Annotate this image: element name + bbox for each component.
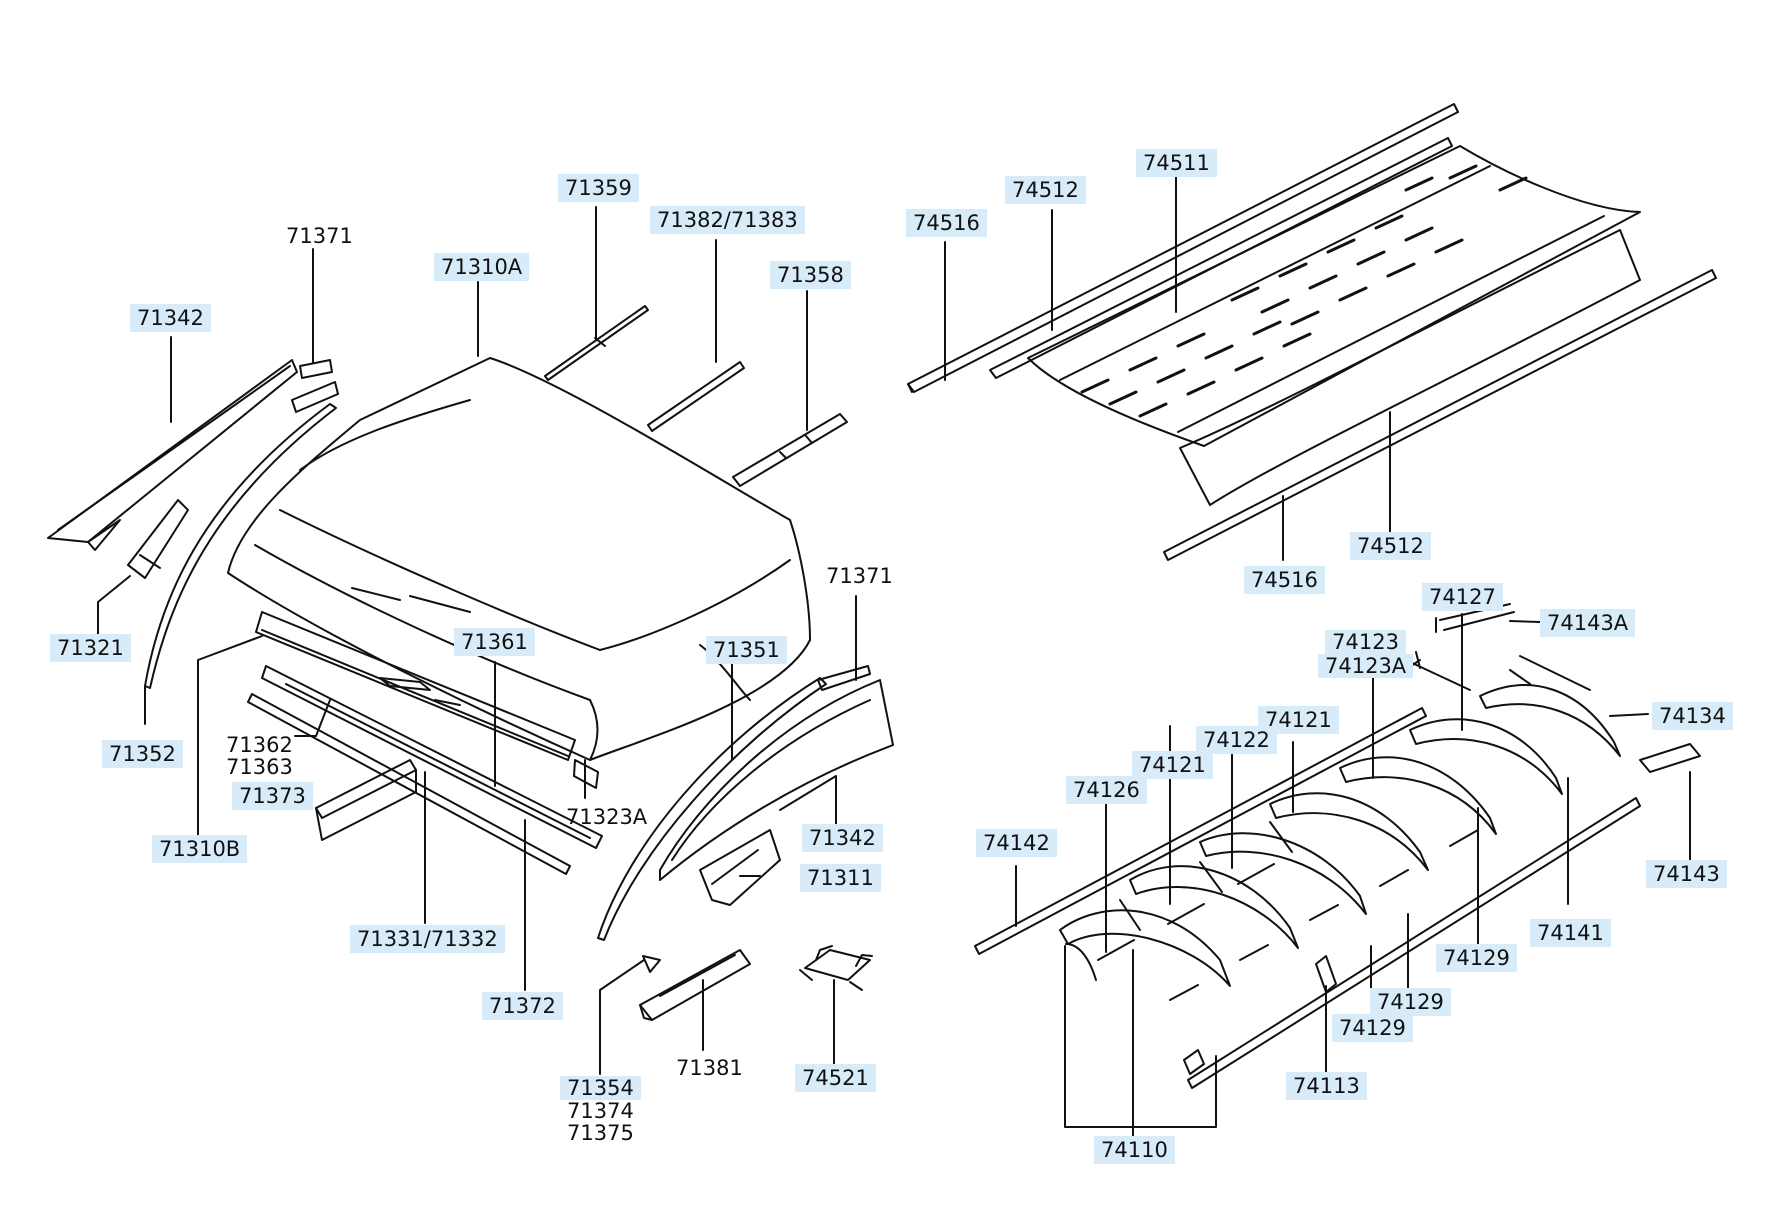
label-71375: 71375 — [567, 1121, 634, 1145]
label-71310B: 71310B — [152, 835, 248, 863]
bow-74121-set — [1059, 684, 1621, 987]
label-74521: 74521 — [795, 1064, 876, 1092]
label-74110: 74110 — [1094, 1136, 1175, 1164]
label-71362-71363: 71362 71363 — [226, 734, 293, 778]
rail-71331 — [247, 693, 571, 875]
label-74129-a: 74129 — [1436, 944, 1517, 972]
gusset-71354 — [642, 955, 661, 973]
label-71311: 71311 — [800, 864, 881, 892]
bracket-74110 — [1065, 943, 1205, 1075]
label-71351: 71351 — [706, 636, 787, 664]
label-71352: 71352 — [102, 740, 183, 768]
roof-bow-71382 — [647, 361, 745, 432]
label-71363: 71363 — [226, 755, 293, 779]
roof-bow-frame — [974, 603, 1701, 1089]
rail-74516-top — [907, 103, 1459, 393]
label-74512-bottom: 74512 — [1350, 532, 1431, 560]
rail-74516-bottom — [1163, 269, 1717, 561]
label-74141: 74141 — [1530, 919, 1611, 947]
label-71382-71383: 71382/71383 — [650, 206, 805, 234]
crossbars-74129 — [1097, 821, 1479, 1001]
label-71381: 71381 — [676, 1056, 743, 1080]
label-74121-b: 74121 — [1132, 751, 1213, 779]
label-74511: 74511 — [1136, 149, 1217, 177]
label-71371-right: 71371 — [826, 564, 893, 588]
rail-71371-left — [291, 359, 339, 413]
label-74516-bottom: 74516 — [1244, 566, 1325, 594]
crossmember-71373 — [315, 759, 417, 841]
label-71354: 71354 — [560, 1076, 641, 1100]
label-71373: 71373 — [232, 782, 313, 810]
label-71342-left: 71342 — [130, 304, 211, 332]
label-71358: 71358 — [770, 261, 851, 289]
label-71372: 71372 — [482, 992, 563, 1020]
gutter-71351 — [597, 677, 827, 941]
leader-lines — [97, 173, 1691, 1141]
label-71371-top: 71371 — [286, 224, 353, 248]
roof-panel-71310A — [227, 357, 811, 761]
label-74143: 74143 — [1646, 860, 1727, 888]
drip-rail-71342-right — [659, 679, 894, 881]
label-74134: 74134 — [1652, 702, 1733, 730]
label-71354-71374-71375: 71354 71374 71375 — [560, 1076, 641, 1144]
label-71359: 71359 — [558, 174, 639, 202]
bracket-71311 — [699, 829, 781, 906]
label-74129-b: 74129 — [1370, 988, 1451, 1016]
bracket-71321 — [127, 499, 189, 579]
drip-rail-71342-left — [47, 359, 298, 551]
label-74123A: 74123A — [1318, 654, 1414, 678]
label-74516-top: 74516 — [906, 209, 987, 237]
label-71310A: 71310A — [434, 253, 530, 281]
label-71361: 71361 — [454, 628, 535, 656]
label-74127: 74127 — [1422, 583, 1503, 611]
gusset-74113 — [1315, 955, 1337, 993]
label-74122: 74122 — [1196, 726, 1277, 754]
label-71342-right: 71342 — [802, 824, 883, 852]
rail-74512-top — [989, 137, 1453, 379]
label-74143A: 74143A — [1540, 609, 1636, 637]
label-74126: 74126 — [1066, 776, 1147, 804]
label-71323A: 71323A — [566, 805, 648, 829]
label-74113: 74113 — [1286, 1072, 1367, 1100]
label-71362: 71362 — [226, 733, 293, 757]
label-71331-71332: 71331/71332 — [350, 925, 505, 953]
header-rail-71361 — [261, 665, 603, 849]
roof-panel-74511 — [1027, 145, 1641, 447]
label-71321: 71321 — [50, 634, 131, 662]
label-74129-c: 74129 — [1332, 1014, 1413, 1042]
gutter-71352 — [144, 403, 337, 689]
stiffener-71381 — [639, 949, 751, 1021]
bracket-74521 — [799, 945, 873, 991]
label-74123: 74123 — [1325, 630, 1406, 654]
roof-bow-71358 — [732, 413, 848, 487]
label-74142: 74142 — [976, 829, 1057, 857]
clip-71323A — [573, 759, 599, 789]
label-74123-74123A: 74123 74123A — [1318, 630, 1414, 678]
rail-71371-right — [817, 665, 871, 691]
header-71310B — [255, 611, 576, 761]
rail-74512-bottom — [1179, 229, 1641, 506]
label-71374: 71374 — [567, 1099, 634, 1123]
label-74512-top: 74512 — [1005, 176, 1086, 204]
